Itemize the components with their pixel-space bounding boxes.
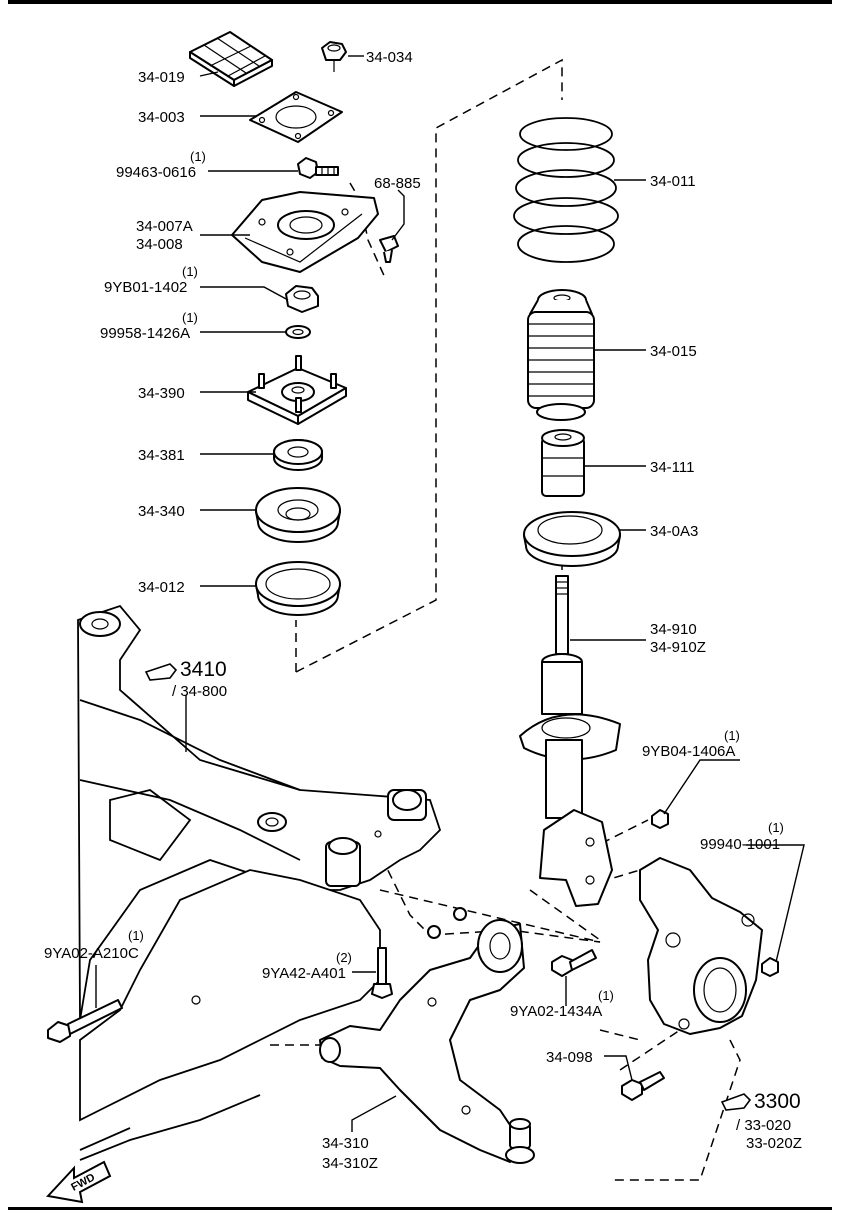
- hand-pointer-icon-3410: [144, 663, 178, 681]
- label-9YA02-A210C: 9YA02-A210C: [44, 945, 139, 962]
- part-99463-0616-bolt: [297, 157, 339, 179]
- part-34-111-bump-stop: [541, 429, 585, 497]
- part-34-381-bearing: [273, 439, 323, 471]
- label-34-310Z: 34-310Z: [322, 1155, 378, 1172]
- label-34-011: 34-011: [650, 173, 696, 190]
- label-68-885: 68-885: [374, 175, 421, 192]
- part-3410-crossmember: [77, 604, 442, 1161]
- label-34-910Z: 34-910Z: [650, 639, 706, 656]
- label-34-019: 34-019: [138, 69, 185, 86]
- qty-9YA42-A401: (2): [336, 950, 352, 965]
- ref-33-020: / 33-020: [736, 1117, 791, 1134]
- part-99940-1001-nut: [761, 957, 779, 977]
- label-34-034: 34-034: [366, 49, 413, 66]
- part-34-910-strut: [519, 575, 621, 907]
- label-99940-1001: 99940-1001: [700, 836, 780, 853]
- leader-lines: [95, 55, 805, 1132]
- part-34-007A-bracket: [231, 191, 379, 273]
- hand-pointer-icon-3300: [720, 1093, 752, 1111]
- fwd-arrow-icon: [46, 1160, 112, 1204]
- qty-99940-1001: (1): [768, 820, 784, 835]
- part-3300-steering-knuckle: [639, 857, 763, 1035]
- part-34-340-seat: [255, 487, 341, 543]
- label-33-020Z: 33-020Z: [746, 1135, 802, 1152]
- part-9YA02-1434A-bolt: [551, 949, 597, 977]
- bottom-border: [8, 1207, 832, 1210]
- part-34-003-gasket: [249, 91, 343, 143]
- label-34-0A3: 34-0A3: [650, 523, 698, 540]
- ref-3300: 3300: [754, 1090, 801, 1113]
- label-34-390: 34-390: [138, 385, 185, 402]
- part-34-012-ring: [255, 561, 341, 616]
- label-34-340: 34-340: [138, 503, 185, 520]
- label-9YA02-1434A: 9YA02-1434A: [510, 1003, 602, 1020]
- part-68-885-clip: [379, 235, 399, 263]
- part-9YA42-A401-bolt: [371, 947, 393, 999]
- qty-9YA02-1434A: (1): [598, 988, 614, 1003]
- label-9YA42-A401: 9YA42-A401: [262, 965, 346, 982]
- qty-99463-0616: (1): [190, 149, 206, 164]
- qty-9YB01-1402: (1): [182, 264, 198, 279]
- label-34-007A: 34-007A: [136, 218, 193, 235]
- part-99958-1426A-washer: [285, 325, 311, 339]
- label-99958-1426A: 99958-1426A: [100, 325, 190, 342]
- qty-9YB04-1406A: (1): [724, 728, 740, 743]
- part-34-011-coil-spring: [513, 117, 619, 263]
- label-34-111: 34-111: [650, 459, 694, 476]
- label-34-310: 34-310: [322, 1135, 369, 1152]
- part-34-0A3-lower-seat: [523, 511, 621, 567]
- part-34-034-nut: [321, 41, 347, 72]
- qty-99958-1426A: (1): [182, 310, 198, 325]
- label-34-910: 34-910: [650, 621, 697, 638]
- label-34-008: 34-008: [136, 236, 183, 253]
- part-34-019-pad: [189, 31, 273, 87]
- label-34-381: 34-381: [138, 447, 185, 464]
- label-9YB01-1402: 9YB01-1402: [104, 279, 187, 296]
- qty-9YA02-A210C: (1): [128, 928, 144, 943]
- part-34-390-mount: [247, 355, 347, 425]
- top-border: [8, 0, 832, 4]
- part-34-015-boot: [527, 289, 595, 421]
- ref-3410: 3410: [180, 658, 227, 681]
- label-34-098: 34-098: [546, 1049, 593, 1066]
- label-9YB04-1406A: 9YB04-1406A: [642, 743, 735, 760]
- part-9YA02-A210C-bolt: [47, 999, 123, 1043]
- part-9YB01-1402-nut: [285, 285, 319, 313]
- part-9YB04-1406A-nut: [651, 809, 669, 829]
- part-34-098-bolt: [621, 1071, 665, 1101]
- label-34-003: 34-003: [138, 109, 185, 126]
- label-34-012: 34-012: [138, 579, 185, 596]
- label-34-015: 34-015: [650, 343, 697, 360]
- label-99463-0616: 99463-0616: [116, 164, 196, 181]
- part-34-310-lower-arm: [319, 907, 535, 1164]
- ref-34-800: / 34-800: [172, 683, 227, 700]
